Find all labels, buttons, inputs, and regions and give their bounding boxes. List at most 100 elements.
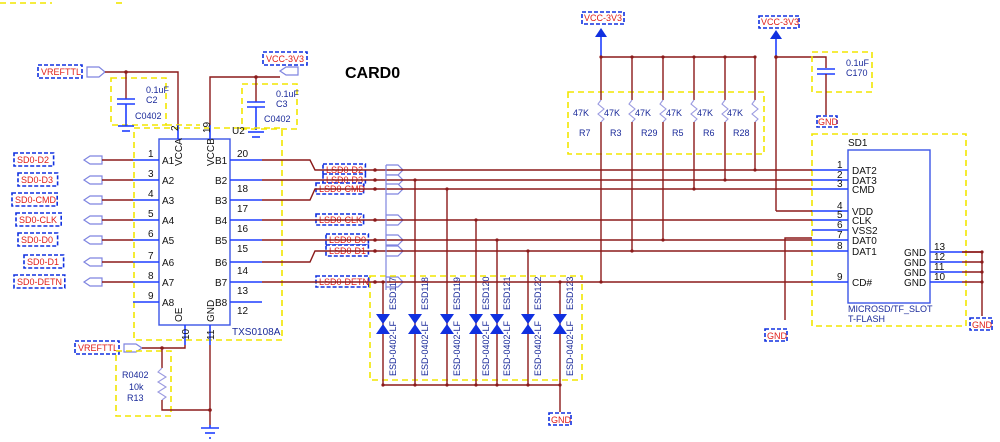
- r13-footprint: R0402: [122, 370, 149, 380]
- esd-part: ESD-0402-LF: [502, 320, 512, 376]
- resistor-value: 47K: [666, 108, 682, 118]
- net-label: SD0-D1: [27, 257, 59, 267]
- tvs-diode-icon: [440, 314, 454, 334]
- sd1-pin-name: VDD: [852, 207, 873, 218]
- net-label-box: [17, 232, 59, 247]
- gnd-label: GND: [767, 331, 788, 341]
- resistor-value: 47K: [635, 108, 651, 118]
- net-port-sd0-clk[interactable]: SD0-CLK: [15, 212, 133, 227]
- vcc-top1-label-box: [581, 11, 625, 25]
- esd-part: ESD-0402-LF: [388, 320, 398, 376]
- c2-footprint: C0402: [135, 111, 162, 121]
- esd-ref: ESD119: [452, 277, 462, 310]
- esd-ref: ESD118: [420, 277, 430, 310]
- u2-pin-name: B7: [215, 278, 228, 289]
- net-port-sd0-cmd[interactable]: SD0-CMD: [11, 192, 133, 207]
- net-label: SD0-CMD: [15, 195, 57, 205]
- net-label-box: [11, 192, 59, 207]
- c3-ref: C3: [276, 99, 288, 109]
- u2-pin-name: GND: [206, 300, 217, 322]
- net-port-sd0-d2[interactable]: SD0-D2: [13, 152, 133, 167]
- c170-ref: C170: [846, 68, 868, 78]
- vcc-left-label-box: [262, 51, 308, 66]
- power-arrow-icon: [770, 30, 782, 39]
- net-label: SD0-CLK: [19, 215, 57, 225]
- port-icon: [86, 66, 106, 78]
- gnd-c170: GND: [816, 115, 839, 128]
- port-icon: [82, 175, 103, 185]
- u2-pin-name: B8: [215, 298, 228, 309]
- u2-pin-name: B6: [215, 258, 228, 269]
- net-label-box: [15, 212, 63, 227]
- sd1-microsd-slot: SD1 MICROSD/TF_SLOT T-FLASH 1DAT22DAT33C…: [812, 138, 984, 324]
- sd1-pin-num: 1: [837, 160, 843, 171]
- u2-part: TXS0108A: [232, 327, 281, 338]
- sd1-pin-name: GND: [904, 268, 926, 279]
- c2-ref: C2: [146, 95, 158, 105]
- u2-pin-num: 5: [148, 209, 154, 220]
- c170-value: 0.1uF: [846, 58, 870, 68]
- esd-ref: ESD122: [533, 276, 543, 310]
- vcc-top1-port[interactable]: VCC-3V3: [581, 11, 625, 37]
- net-label-box: [13, 152, 55, 167]
- port-icon: [82, 215, 103, 225]
- port-icon: [82, 257, 103, 267]
- tvs-diode-icon: [490, 314, 504, 334]
- net-port-sd0-d0[interactable]: SD0-D0: [17, 232, 133, 247]
- vcc-left-label: VCC-3V3: [266, 54, 304, 64]
- sd1-body: [847, 149, 931, 304]
- sd1-footprint: T-FLASH: [848, 314, 885, 324]
- sd1-pin-num: 3: [837, 179, 843, 190]
- tvs-diode-icon: [376, 314, 390, 334]
- sd1-pin-name: DAT3: [852, 176, 877, 187]
- resistor-value: 47K: [727, 108, 743, 118]
- u2-pin-name: OE: [174, 307, 185, 322]
- u2-pin-name: B4: [215, 216, 228, 227]
- resistor-ref: R5: [672, 128, 684, 138]
- esd-ref: ESD121: [502, 276, 512, 310]
- u2-pin-num: 7: [148, 251, 154, 262]
- vref-bottom-label-box: [74, 340, 120, 355]
- u2-pin-num: 10: [181, 328, 192, 340]
- sd1-pin-name: DAT2: [852, 166, 877, 177]
- gnd-label: GND: [818, 117, 839, 127]
- u2-pin-name: B2: [215, 176, 228, 187]
- net-port-sd0-d1[interactable]: SD0-D1: [23, 254, 133, 269]
- sd1-pin-num: 6: [837, 220, 843, 231]
- u2-pin-num: 11: [206, 329, 217, 340]
- u2-box: [133, 127, 283, 341]
- u2-pin-name: A5: [162, 236, 175, 247]
- u2-pin-name: A8: [162, 298, 175, 309]
- sd1-pin-num: 13: [934, 242, 946, 253]
- vref-top-port[interactable]: VREFTTL: [37, 64, 106, 79]
- sd1-pin-name: GND: [904, 258, 926, 269]
- vcc-left-port[interactable]: VCC-3V3: [262, 51, 308, 76]
- net-label-box: [13, 274, 66, 289]
- sd1-part: MICROSD/TF_SLOT: [848, 304, 933, 314]
- tvs-diode-icon: [469, 314, 483, 334]
- net-port-sd0-d3[interactable]: SD0-D3: [17, 172, 133, 187]
- u2-pin-num: 3: [148, 169, 154, 180]
- sd1-pin-name: GND: [904, 248, 926, 259]
- u2-pin-name: A4: [162, 216, 175, 227]
- net-label-box: [17, 172, 59, 187]
- net-port-sd0-detn[interactable]: SD0-DETN: [13, 274, 133, 289]
- net-label-box: [23, 254, 65, 269]
- u2-pin-num: 9: [148, 291, 154, 302]
- gnd-label-box: [548, 412, 572, 426]
- power-arrow-icon: [595, 28, 607, 37]
- vcc-top2-port[interactable]: VCC-3V3: [758, 15, 800, 39]
- gnd-label: GND: [972, 320, 993, 330]
- resistor-ref: R29: [641, 128, 658, 138]
- vref-bottom-label: VREFTTL: [78, 343, 118, 353]
- vref-bottom-port[interactable]: VREFTTL: [74, 340, 144, 355]
- resistor-ref: R3: [610, 128, 622, 138]
- sd1-pin-num: 5: [837, 210, 843, 221]
